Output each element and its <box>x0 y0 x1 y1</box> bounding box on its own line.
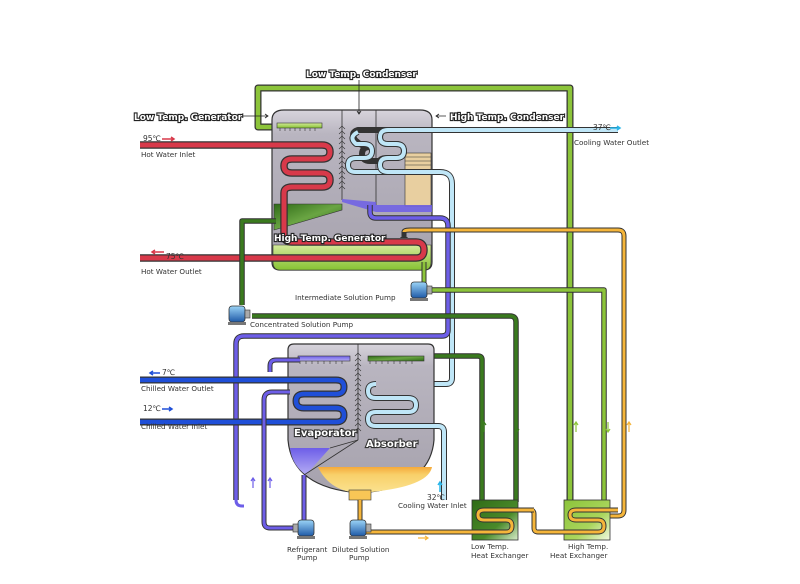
diluted-solution-pipe <box>364 227 627 535</box>
refrigerant-loop-pipe <box>234 357 307 531</box>
label-low-temp-condenser: Low Temp. Condenser <box>306 70 417 80</box>
arrow-down-icon <box>605 422 611 434</box>
label-cooling-water-inlet: Cooling Water Inlet <box>398 501 467 510</box>
temp-hot-water-outlet: 75℃ <box>166 252 184 261</box>
arrow-up-icon <box>626 420 632 432</box>
low-temp-heat-exchanger <box>470 499 534 541</box>
label-evaporator: Evaporator <box>294 428 356 439</box>
label-hot-water-inlet: Hot Water Inlet <box>141 150 196 159</box>
temp-cooling-water-inlet: 32℃ <box>427 493 445 502</box>
label-diluted-solution-pump-1: Diluted Solution <box>332 545 389 554</box>
arrow-up-icon <box>250 476 256 488</box>
label-chilled-water-inlet: Chilled Water Inlet <box>141 422 207 431</box>
label-low-temp-hx-1: Low Temp. <box>471 542 509 551</box>
label-concentrated-solution-pump: Concentrated Solution Pump <box>250 320 353 329</box>
eliminator-chevrons-lower <box>354 352 362 432</box>
intermediate-solution-pump <box>410 281 433 301</box>
callout-arrow-icon <box>238 113 269 119</box>
arrow-right-icon <box>162 136 176 142</box>
diluted-solution-pump <box>349 519 372 539</box>
temp-chilled-water-inlet: 12℃ <box>143 404 161 413</box>
label-low-temp-hx-2: Heat Exchanger <box>471 551 528 560</box>
arrow-up-icon <box>573 420 579 432</box>
arrow-up-icon <box>481 420 487 432</box>
temp-chilled-water-outlet: 7℃ <box>162 368 175 377</box>
refrigerant-pump <box>292 519 315 539</box>
concentrated-solution-pump <box>228 305 251 325</box>
chilled-water-coil <box>140 376 348 426</box>
upper-vessel <box>271 109 433 271</box>
arrow-right-icon <box>418 535 430 541</box>
concentrated-solution-pipe <box>239 218 519 502</box>
arrow-down-icon <box>514 422 520 434</box>
arrow-up-icon <box>437 480 443 492</box>
label-high-temp-hx-2: Heat Exchanger <box>550 551 607 560</box>
high-temp-heat-exchanger <box>562 499 618 541</box>
label-high-temp-hx-1: High Temp. <box>568 542 608 551</box>
flow-arrows <box>148 80 632 541</box>
cooling-water-coil-condenser <box>345 127 618 387</box>
refrigerant-condensate-pipe <box>233 205 451 500</box>
label-cooling-water-outlet: Cooling Water Outlet <box>574 138 649 147</box>
label-intermediate-solution-pump: Intermediate Solution Pump <box>295 293 396 302</box>
temp-cooling-water-outlet: 37℃ <box>593 123 611 132</box>
cooling-water-coil-absorber <box>365 381 447 500</box>
label-absorber: Absorber <box>366 439 418 450</box>
label-refrigerant-pump-2: Pump <box>297 553 318 562</box>
arrow-left-icon <box>150 249 164 255</box>
arrow-left-icon <box>148 370 160 376</box>
label-hot-water-outlet: Hot Water Outlet <box>141 267 202 276</box>
label-diluted-solution-pump-2: Pump <box>349 553 370 562</box>
temp-hot-water-inlet: 95℃ <box>143 134 161 143</box>
label-high-temp-condenser: High Temp. Condenser <box>450 113 565 123</box>
callout-arrow-icon <box>435 113 446 119</box>
arrow-right-icon <box>610 125 622 131</box>
eliminator-chevrons <box>338 125 346 190</box>
arrow-right-icon <box>162 406 174 412</box>
label-high-temp-generator: High Temp. Generator <box>274 234 386 244</box>
hot-water-coil <box>140 141 428 262</box>
label-chilled-water-outlet: Chilled Water Outlet <box>141 384 214 393</box>
label-refrigerant-pump-1: Refrigerant <box>287 545 327 554</box>
callout-arrow-icon <box>356 80 362 115</box>
arrow-up-icon <box>267 476 273 488</box>
label-low-temp-generator: Low Temp. Generator <box>134 113 243 123</box>
